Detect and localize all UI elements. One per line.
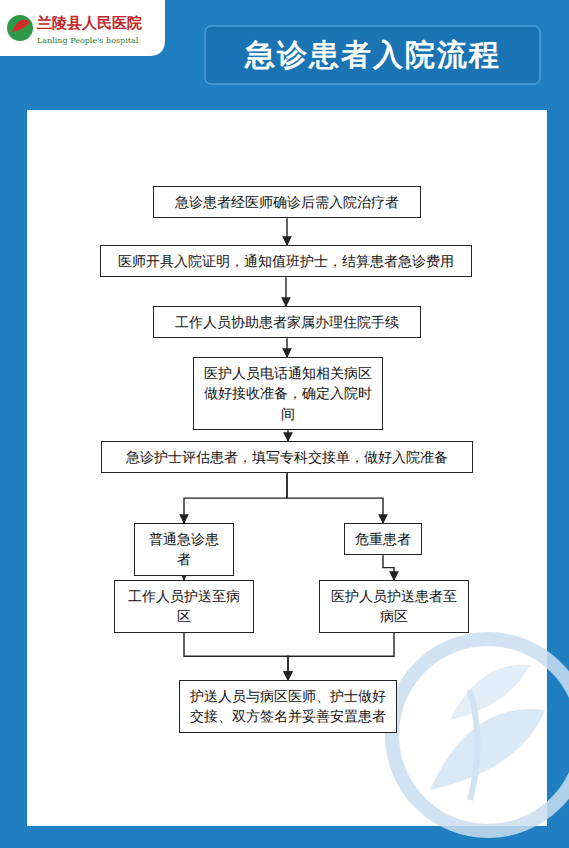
box-text: 工作人员护送至病区 <box>123 586 245 627</box>
box-text: 医护人员电话通知相关病区做好接收准备，确定入院时间 <box>202 363 374 424</box>
hospital-name: 兰陵县人民医院 <box>37 14 142 33</box>
process-box: 普通急诊患者 <box>134 523 234 576</box>
box-text: 急诊患者经医师确诊后需入院治疗者 <box>175 192 399 212</box>
box-text: 医护人员护送患者至病区 <box>328 586 460 627</box>
logo-tab <box>0 0 165 56</box>
box-text: 普通急诊患者 <box>143 529 225 570</box>
title-band <box>205 26 540 84</box>
process-box: 医护人员电话通知相关病区做好接收准备，确定入院时间 <box>193 357 383 430</box>
watermark-ring <box>392 639 569 831</box>
white-panel <box>27 110 547 826</box>
logo-mark <box>7 15 33 41</box>
hospital-name-en: Lanling People's hospital <box>37 36 138 45</box>
flow-arrow <box>383 555 394 580</box>
page-title: 急诊患者入院流程 <box>205 26 540 84</box>
flow-arrow <box>286 338 287 357</box>
flow-arrow <box>285 277 286 306</box>
process-box: 工作人员协助患者家属办理住院手续 <box>153 306 421 338</box>
flow-arrow <box>287 473 383 523</box>
process-box: 急诊护士评估患者，填写专科交接单，做好入院准备 <box>101 441 473 473</box>
flow-arrow <box>288 633 394 680</box>
flow-arrow <box>287 430 288 441</box>
box-text: 急诊护士评估患者，填写专科交接单，做好入院准备 <box>126 447 448 467</box>
process-box: 医护人员护送患者至病区 <box>319 580 469 633</box>
process-box: 危重患者 <box>344 523 422 555</box>
flow-arrow <box>184 633 288 680</box>
process-box: 急诊患者经医师确诊后需入院治疗者 <box>153 186 421 218</box>
flow-arrow <box>184 473 287 523</box>
process-box: 护送人员与病区医师、护士做好交接、双方签名并妥善安置患者 <box>179 680 397 733</box>
box-text: 工作人员协助患者家属办理住院手续 <box>175 312 399 332</box>
flow-arrow <box>286 218 287 245</box>
watermark-logo <box>392 639 569 831</box>
process-box: 医师开具入院证明，通知值班护士，结算患者急诊费用 <box>100 245 472 277</box>
box-text: 危重患者 <box>355 529 411 549</box>
logo-leaf <box>12 20 30 32</box>
watermark-leaf <box>430 709 545 790</box>
watermark-stem <box>470 690 478 800</box>
box-text: 护送人员与病区医师、护士做好交接、双方签名并妥善安置患者 <box>188 686 388 727</box>
watermark-leaf <box>450 665 530 720</box>
box-text: 医师开具入院证明，通知值班护士，结算患者急诊费用 <box>118 251 454 271</box>
process-box: 工作人员护送至病区 <box>114 580 254 633</box>
